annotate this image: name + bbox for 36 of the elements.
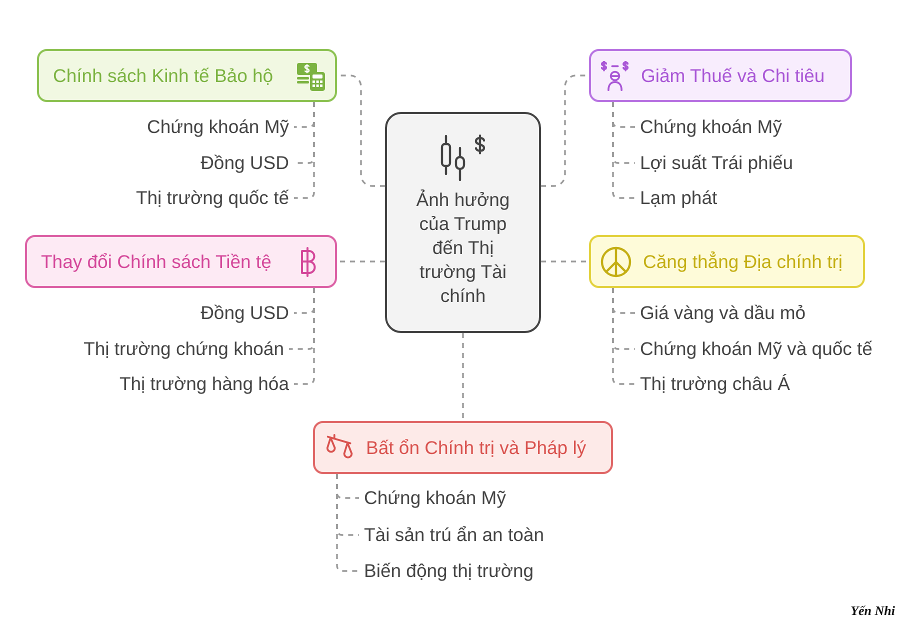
subtopic-label: Chứng khoán Mỹ [364,487,506,509]
connector-line [337,260,385,262]
subtopic-label: Chứng khoán Mỹ [147,116,289,138]
connector-line [336,474,359,572]
connector-line [612,102,635,199]
topic-label: Ảnh hưởng của Trump đến Thị trường Tài chính [415,188,511,308]
connector-line [294,102,315,199]
connector-line [612,288,635,385]
signature-text: Yến Nhi [850,603,895,619]
subtopic-label: Thị trường chứng khoán [84,338,284,360]
subtopic-label: Tài sản trú ẩn an toàn [364,524,544,546]
subtopic-label: Đồng USD [200,302,289,324]
subtopic-label: Đồng USD [200,152,289,174]
topic-label: Giảm Thuế và Chi tiêu [641,64,825,86]
topic-label: Bất ổn Chính trị và Pháp lý [366,436,586,458]
topic-label: Chính sách Kinh tế Bảo hộ [53,64,274,86]
subtopic-label: Giá vàng và dầu mỏ [640,302,806,324]
subtopic-label: Biến động thị trường [364,560,534,582]
central-topic-box [385,112,541,333]
connector-line [462,333,464,421]
topic-box [589,49,852,102]
topic-box [37,49,337,102]
topic-label: Căng thẳng Địa chính trị [643,250,843,272]
topic-box [589,235,865,288]
connector-line [541,260,589,262]
subtopic-label: Lạm phát [640,187,718,209]
subtopic-label: Thị trường quốc tế [136,187,289,209]
topic-label: Thay đổi Chính sách Tiền tệ [41,250,272,272]
topic-box [313,421,613,474]
subtopic-label: Thị trường hàng hóa [119,373,289,395]
subtopic-label: Chứng khoán Mỹ [640,116,782,138]
topic-box [25,235,337,288]
subtopic-label: Thị trường châu Á [640,373,790,395]
subtopic-label: Chứng khoán Mỹ và quốc tế [640,338,872,360]
subtopic-label: Lợi suất Trái phiếu [640,152,794,174]
connector-line [294,288,315,385]
